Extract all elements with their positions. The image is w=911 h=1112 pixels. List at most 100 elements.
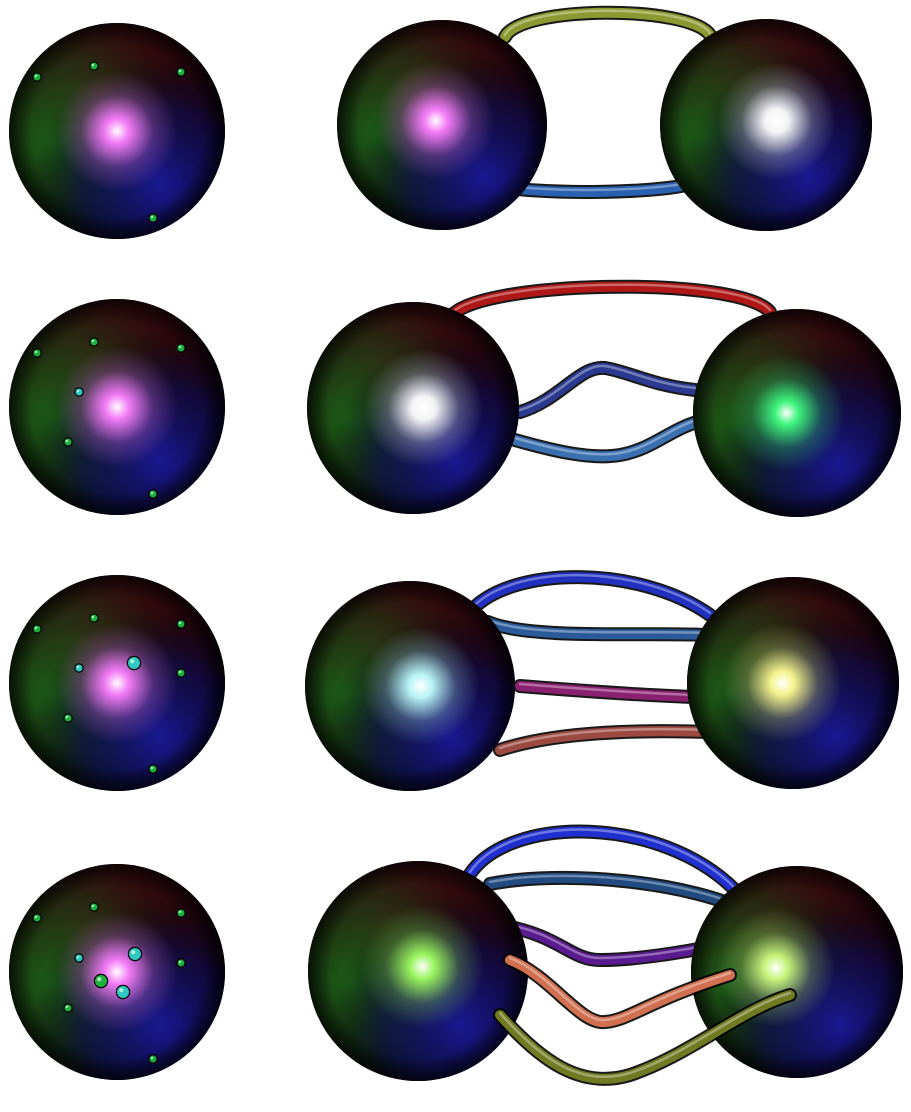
- sphere-rim: [687, 577, 899, 789]
- big-sphere-right-row-4: [691, 866, 903, 1078]
- tube-row-4-4: [505, 955, 735, 1028]
- small-sphere-row-3: [9, 575, 225, 791]
- marker-dot: [33, 914, 41, 922]
- marker-dot-highlight: [76, 955, 80, 959]
- marker-dot: [90, 903, 98, 911]
- tube-row-2-1: [445, 281, 775, 323]
- marker-dot: [33, 349, 41, 357]
- marker-dot-highlight: [34, 350, 38, 354]
- sphere-rim: [691, 866, 903, 1078]
- big-sphere-right-row-2: [693, 309, 901, 517]
- tube-row-1-1-shine: [503, 9, 712, 37]
- tube-row-4-4-shine: [508, 956, 732, 1022]
- sphere-rim: [308, 861, 528, 1081]
- tube-row-3-1-shine: [468, 573, 712, 615]
- marker-dot-highlight: [34, 74, 38, 78]
- tube-row-2-3: [510, 417, 702, 462]
- marker-dot: [149, 1055, 157, 1063]
- big-sphere-right-row-3: [687, 577, 899, 789]
- sphere-rim: [307, 302, 519, 514]
- marker-dot: [129, 948, 141, 960]
- marker-dot: [128, 657, 140, 669]
- marker-dot: [149, 765, 157, 773]
- marker-dot-highlight: [76, 389, 80, 393]
- tube-row-2-2: [515, 362, 700, 417]
- marker-dot-highlight: [91, 904, 95, 908]
- marker-dot-highlight: [65, 1005, 69, 1009]
- tube-row-3-2: [483, 617, 710, 640]
- tube-row-4-1: [465, 826, 740, 895]
- marker-dot-highlight: [178, 345, 182, 349]
- marker-dot-highlight: [97, 977, 102, 982]
- big-sphere-left-row-4: [308, 861, 528, 1081]
- marker-dot: [177, 959, 185, 967]
- marker-dot: [90, 338, 98, 346]
- marker-dot: [64, 714, 72, 722]
- marker-dot: [33, 625, 41, 633]
- marker-dot-highlight: [91, 615, 95, 619]
- marker-dot: [75, 664, 83, 672]
- sphere-rim: [9, 575, 225, 791]
- tube-row-4-5-shine: [498, 991, 792, 1079]
- marker-dot-highlight: [178, 670, 182, 674]
- marker-dot-highlight: [131, 950, 136, 955]
- marker-dot: [177, 620, 185, 628]
- marker-dot: [177, 68, 185, 76]
- marker-dot: [177, 344, 185, 352]
- tube-row-3-2-shine: [486, 618, 707, 635]
- tube-row-3-4-shine: [498, 727, 714, 750]
- marker-dot: [177, 909, 185, 917]
- marker-dot-highlight: [91, 63, 95, 67]
- sphere-rim: [660, 19, 872, 231]
- tube-row-1-1: [500, 7, 715, 42]
- marker-dot-highlight: [65, 715, 69, 719]
- marker-dot-highlight: [34, 915, 38, 919]
- tube-row-4-5: [495, 990, 795, 1084]
- marker-dot: [149, 490, 157, 498]
- marker-dot: [64, 1004, 72, 1012]
- big-sphere-right-row-1: [660, 19, 872, 231]
- sphere-rim: [337, 20, 547, 230]
- marker-dot: [117, 986, 129, 998]
- marker-dot-highlight: [91, 339, 95, 343]
- tube-row-2-1-shine: [448, 283, 772, 318]
- small-sphere-row-2: [9, 299, 225, 515]
- marker-dot: [75, 388, 83, 396]
- sphere-rim: [693, 309, 901, 517]
- marker-dot: [95, 975, 107, 987]
- marker-dot-highlight: [178, 960, 182, 964]
- marker-dot: [33, 73, 41, 81]
- marker-dot-highlight: [150, 766, 154, 770]
- sphere-rim: [9, 23, 225, 239]
- marker-dot-highlight: [150, 215, 154, 219]
- sphere-rim: [9, 864, 225, 1080]
- marker-dot-highlight: [76, 665, 80, 669]
- big-sphere-left-row-2: [307, 302, 519, 514]
- tube-row-4-1-shine: [468, 828, 737, 890]
- marker-dot: [64, 438, 72, 446]
- sphere-rim: [9, 299, 225, 515]
- big-sphere-left-row-3: [305, 581, 515, 791]
- marker-dot: [75, 954, 83, 962]
- marker-dot-highlight: [65, 439, 69, 443]
- marker-dot-highlight: [34, 626, 38, 630]
- big-sphere-left-row-1: [337, 20, 547, 230]
- marker-dot-highlight: [178, 910, 182, 914]
- marker-dot-highlight: [119, 988, 124, 993]
- tube-row-3-3: [515, 681, 697, 702]
- small-sphere-row-4: [9, 864, 225, 1080]
- marker-dot-highlight: [130, 659, 135, 664]
- marker-dot: [177, 669, 185, 677]
- tube-row-3-1: [465, 572, 715, 620]
- marker-dot: [90, 62, 98, 70]
- tube-row-3-3-shine: [518, 682, 694, 697]
- marker-dot-highlight: [150, 491, 154, 495]
- marker-dot-highlight: [178, 621, 182, 625]
- tube-row-2-2-shine: [518, 364, 697, 412]
- tube-row-2-3-shine: [513, 418, 699, 456]
- sphere-rim: [305, 581, 515, 791]
- marker-dot-highlight: [178, 69, 182, 73]
- tube-row-3-4: [495, 726, 717, 755]
